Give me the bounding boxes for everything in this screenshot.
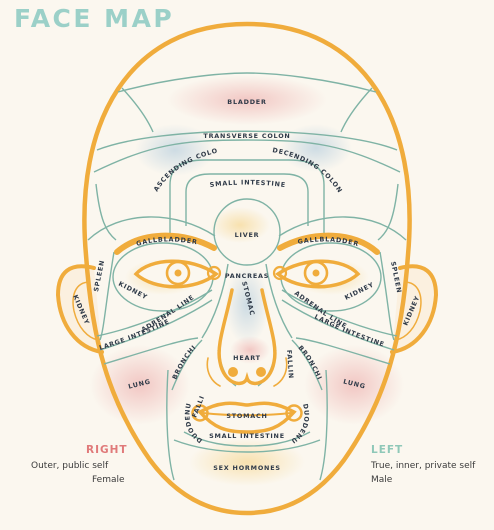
head-outline <box>82 21 412 516</box>
left-side-line2: Male <box>371 475 393 485</box>
eyebrow-left <box>277 232 380 255</box>
eyebrow-right <box>114 232 217 255</box>
zone-label-bladder: BLADDER <box>227 98 266 106</box>
right-side-line1: Outer, public self <box>31 461 109 471</box>
left-side-line1: True, inner, private self <box>371 461 476 471</box>
mouth <box>197 401 297 434</box>
zone-label-pancreas: PANCREAS <box>225 272 269 280</box>
zone-label-sex-hormones: SEX HORMONES <box>213 464 281 472</box>
zone-label-stomach-mouth: STOMACH <box>226 412 267 420</box>
zone-label-liver: LIVER <box>235 231 260 239</box>
right-side-title: RIGHT <box>86 444 128 456</box>
page-title: FACE MAP <box>14 4 175 33</box>
zone-label-small-intestine-mouth: SMALL INTESTINE <box>209 432 285 440</box>
left-side-title: LEFT <box>371 444 404 456</box>
right-side-line2: Female <box>92 475 125 485</box>
nose <box>217 288 277 386</box>
zone-label-heart: HEART <box>233 354 261 362</box>
zone-label-small-intestine-forehead: SMALL INTESTINE <box>209 178 286 189</box>
facial-features <box>114 232 380 434</box>
zone-label-transverse-colon: TRANSVERSE COLON <box>203 132 290 140</box>
